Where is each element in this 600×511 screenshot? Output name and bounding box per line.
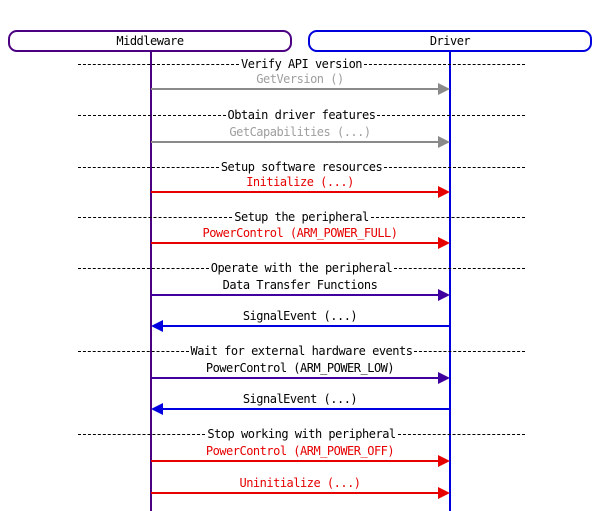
arrowhead-left-icon	[151, 403, 163, 415]
separator-operate-with-the-peripheral: Operate with the peripheral	[78, 260, 526, 276]
dashed-line	[397, 433, 526, 435]
message-line	[151, 460, 438, 462]
separator-label: Operate with the peripheral	[210, 261, 393, 275]
participant-box-middleware: Middleware	[8, 30, 292, 52]
dashed-line	[384, 166, 526, 168]
dashed-line	[78, 267, 209, 269]
arrowhead-right-icon	[438, 186, 450, 198]
dashed-line	[78, 350, 189, 352]
lifeline-driver	[449, 52, 451, 511]
dashed-line	[370, 216, 525, 218]
message-label: Initialize (...)	[246, 175, 354, 189]
separator-label: Setup the peripheral	[234, 210, 369, 224]
message-label: PowerControl (ARM_POWER_FULL)	[202, 226, 398, 240]
message-line	[151, 141, 438, 143]
separator-verify-api-version: Verify API version	[78, 56, 526, 72]
message-line	[151, 191, 438, 193]
separator-label: Setup software resources	[220, 160, 383, 174]
dashed-line	[78, 216, 233, 218]
message-line	[151, 492, 438, 494]
message-line	[151, 294, 438, 296]
message-label: GetVersion ()	[256, 72, 344, 86]
arrowhead-right-icon	[438, 455, 450, 467]
dashed-line	[78, 433, 206, 435]
message-line	[151, 88, 438, 90]
message-line	[151, 377, 438, 379]
arrowhead-right-icon	[438, 237, 450, 249]
dashed-line	[414, 350, 526, 352]
arrowhead-left-icon	[151, 320, 163, 332]
separator-label: Verify API version	[240, 57, 363, 71]
message-line	[163, 408, 450, 410]
arrowhead-right-icon	[438, 83, 450, 95]
dashed-line	[377, 114, 526, 116]
participant-box-driver: Driver	[308, 30, 592, 52]
separator-label: Wait for external hardware events	[190, 344, 413, 358]
message-label: PowerControl (ARM_POWER_OFF)	[205, 444, 395, 458]
arrowhead-right-icon	[438, 372, 450, 384]
dashed-line	[78, 166, 219, 168]
separator-setup-the-peripheral: Setup the peripheral	[78, 209, 525, 225]
separator-obtain-driver-features: Obtain driver features	[78, 107, 526, 123]
message-line	[163, 325, 450, 327]
dashed-line	[364, 63, 526, 65]
separator-setup-software-resources: Setup software resources	[78, 159, 526, 175]
message-line	[151, 242, 438, 244]
message-label: GetCapabilities (...)	[229, 125, 371, 139]
separator-wait-for-external-hardware-events: Wait for external hardware events	[78, 343, 526, 359]
arrowhead-right-icon	[438, 136, 450, 148]
arrowhead-right-icon	[438, 487, 450, 499]
separator-label: Stop working with peripheral	[207, 427, 396, 441]
message-label: Data Transfer Functions	[222, 278, 378, 292]
lifeline-middleware	[150, 52, 152, 511]
dashed-line	[78, 63, 239, 65]
dashed-line	[394, 267, 526, 269]
message-label: SignalEvent (...)	[242, 392, 358, 406]
separator-label: Obtain driver features	[227, 108, 376, 122]
dashed-line	[78, 114, 226, 116]
arrowhead-right-icon	[438, 289, 450, 301]
message-label: Uninitialize (...)	[239, 476, 361, 490]
separator-stop-working-with-peripheral: Stop working with peripheral	[78, 426, 526, 442]
message-label: PowerControl (ARM_POWER_LOW)	[205, 361, 395, 375]
message-label: SignalEvent (...)	[242, 309, 358, 323]
